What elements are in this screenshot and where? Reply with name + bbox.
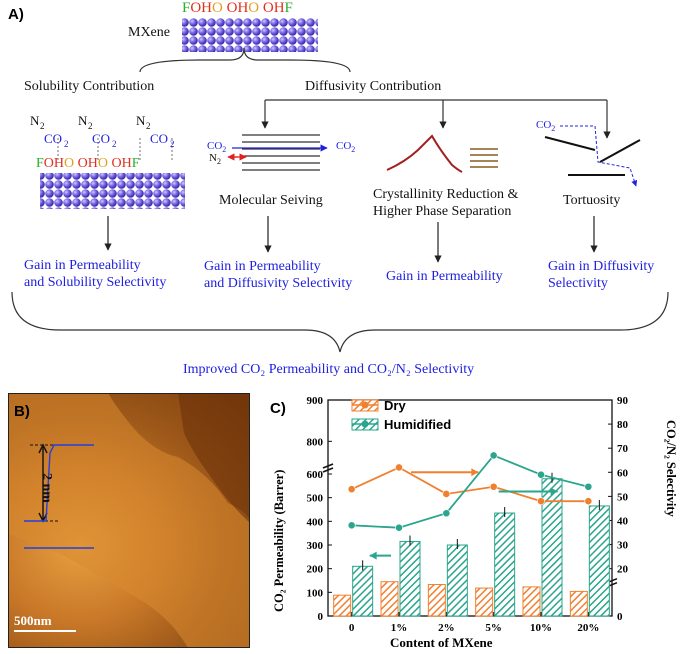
selectivity-dry-line bbox=[351, 466, 589, 503]
left-tick-label: 800 bbox=[307, 436, 324, 448]
x-tick-label: 2% bbox=[438, 622, 455, 634]
selectivity-dry-point bbox=[489, 482, 498, 491]
axis-break-mark bbox=[322, 463, 334, 469]
solubility-title: Solubility Contribution bbox=[24, 79, 155, 94]
selectivity-dry-point bbox=[584, 497, 593, 506]
bar-humidified bbox=[541, 478, 563, 617]
left-tick-label: 400 bbox=[307, 516, 324, 528]
height-label: 2 nm bbox=[39, 473, 54, 503]
humid-axis-arrow-head bbox=[550, 487, 558, 496]
right-tick-label: 70 bbox=[617, 443, 629, 455]
selectivity-dry-point bbox=[442, 490, 451, 498]
sieve-layers bbox=[242, 134, 320, 171]
plot-frame bbox=[327, 399, 613, 617]
tortuosity-icon bbox=[544, 125, 641, 187]
left-axis-arrow-head bbox=[369, 551, 377, 560]
selectivity-humidified-point bbox=[395, 523, 403, 532]
bar-dry bbox=[522, 586, 541, 617]
selectivity-humidified-point bbox=[584, 482, 593, 491]
left-tick-label: 0 bbox=[318, 611, 324, 623]
left-tick-label: 200 bbox=[307, 564, 324, 576]
right-tick-label: 90 bbox=[617, 395, 629, 407]
mech-crystallinity: Crystallinity Reduction & Higher Phase S… bbox=[373, 187, 519, 219]
sieve-n2-label: N2 bbox=[209, 152, 221, 167]
afm-flake-overlay bbox=[8, 393, 250, 648]
afm-frame bbox=[8, 393, 250, 648]
panel-c-label: C) bbox=[270, 400, 286, 417]
sieve-co2-out-label: CO2 bbox=[336, 140, 356, 155]
bar-humidified bbox=[494, 512, 516, 617]
x-tick-label: 0 bbox=[349, 622, 355, 634]
top-brace bbox=[139, 47, 351, 73]
bottom-brace bbox=[11, 291, 669, 353]
right-tick-label: 60 bbox=[617, 467, 629, 479]
right-tick-label: 30 bbox=[617, 540, 629, 552]
mxene-label: MXene bbox=[128, 25, 170, 40]
surface-terminations-solubility: FOHO OHO OHF bbox=[36, 156, 140, 171]
axis-break-mark bbox=[322, 467, 334, 473]
right-tick-label: 80 bbox=[617, 419, 629, 431]
selectivity-dry-point bbox=[395, 463, 403, 472]
legend-dry-marker bbox=[361, 401, 369, 409]
right-tick-label: 20 bbox=[617, 564, 629, 576]
x-tick-label: 5% bbox=[485, 622, 502, 634]
bar-humidified bbox=[588, 505, 610, 617]
y-axis-left-label: CO₂ Permeability (Barrer) bbox=[272, 469, 286, 612]
crystallinity-peak bbox=[386, 134, 463, 173]
panel-a-diagram bbox=[11, 18, 669, 353]
bar-dry bbox=[427, 584, 446, 617]
sieve-co2-label: CO2 bbox=[207, 140, 227, 155]
legend-humid-marker bbox=[361, 420, 369, 428]
bar-dry bbox=[569, 590, 588, 617]
right-tick-label: 40 bbox=[617, 515, 629, 527]
mxene-slab-solubility bbox=[40, 173, 185, 209]
right-tick-label: 0 bbox=[617, 611, 623, 623]
selectivity-humidified-point bbox=[347, 521, 356, 530]
selectivity-humidified-point bbox=[442, 509, 451, 518]
diffusivity-title: Diffusivity Contribution bbox=[305, 79, 442, 94]
left-tick-label: 900 bbox=[307, 395, 324, 407]
left-tick-label: 600 bbox=[307, 469, 324, 481]
left-tick-label: 300 bbox=[307, 540, 324, 552]
left-tick-label: 500 bbox=[307, 493, 324, 505]
mech-molecular-sieving: Molecular Seiving bbox=[219, 193, 323, 208]
y-axis-right-label: CO₂/N₂ Selectivity bbox=[664, 420, 678, 517]
right-tick-label: 50 bbox=[617, 491, 629, 503]
panel-b-label: B) bbox=[14, 403, 30, 420]
tortuosity-co2-label: CO2 bbox=[536, 119, 556, 134]
bar-humidified bbox=[446, 544, 468, 617]
bar-dry bbox=[380, 581, 399, 617]
left-tick-label: 100 bbox=[307, 587, 324, 599]
x-tick-label: 1% bbox=[391, 622, 408, 634]
selectivity-humidified-point bbox=[489, 451, 498, 460]
surface-terminations-top: FOHO OHO OHF bbox=[182, 0, 293, 16]
x-axis-label: Content of MXene bbox=[390, 635, 493, 650]
scale-bar-label: 500nm bbox=[14, 613, 52, 628]
improved-statement: Improved CO₂ Permeability and CO₂/N₂ Sel… bbox=[183, 362, 475, 377]
mech-tortuosity: Tortuosity bbox=[563, 193, 621, 208]
panel-a-label: A) bbox=[8, 6, 24, 23]
selectivity-humidified-line bbox=[351, 454, 589, 529]
selectivity-humidified-point bbox=[537, 470, 545, 479]
mxene-slab-top bbox=[182, 18, 318, 52]
bar-humidified bbox=[352, 565, 374, 617]
x-tick-label: 20% bbox=[577, 622, 599, 634]
dry-axis-arrow-head bbox=[471, 468, 479, 477]
legend-dry-label: Dry bbox=[384, 398, 406, 413]
gain-crystallinity: Gain in Permeability bbox=[386, 269, 503, 284]
afm-image: B) 2 nm 500nm bbox=[8, 393, 250, 648]
permeability-selectivity-chart: 0100200300400500600800900203040506070809… bbox=[307, 395, 629, 634]
bar-dry bbox=[475, 587, 494, 617]
bar-dry bbox=[333, 594, 352, 617]
selectivity-dry-point bbox=[537, 497, 545, 506]
bar-humidified bbox=[399, 540, 421, 617]
legend-humid-label: Humidified bbox=[384, 417, 452, 432]
selectivity-dry-point bbox=[347, 485, 356, 494]
x-tick-label: 10% bbox=[530, 622, 552, 634]
phase-separation-icon bbox=[470, 148, 498, 168]
